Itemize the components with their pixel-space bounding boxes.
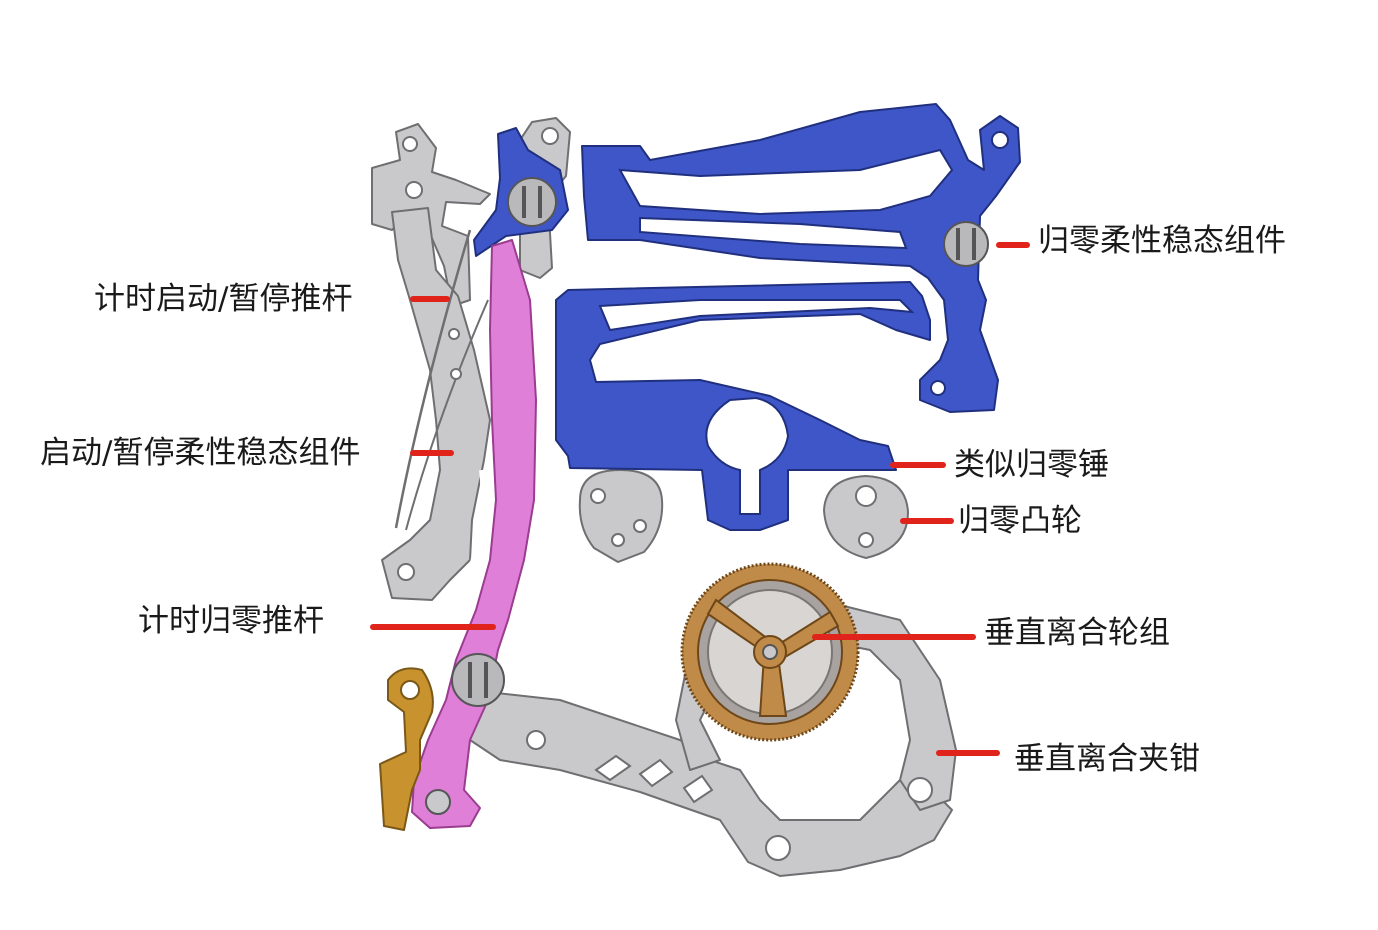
leader-reset-cam [900,518,954,524]
left-cam [578,469,664,563]
thin-spring-1 [394,229,472,529]
leader-clutch-wheel [812,634,976,640]
leader-clutch-clamp [936,750,1000,756]
pink-reset-lever [411,239,537,829]
label-hammer-like: 类似归零锤 [954,447,1109,483]
pin-pink-bottom [425,789,451,815]
leader-start-stop-lever [410,296,450,302]
screw-pink [451,653,505,707]
left-column-lever [381,207,491,601]
leader-hammer [890,462,946,468]
screw-top [507,177,557,227]
blue-cutouts [598,131,1009,515]
gold-lever [379,667,434,831]
leader-reset-lever [370,624,496,630]
vertical-clutch-wheel [680,562,860,742]
label-chrono-reset-lever: 计时归零推杆 [138,603,324,639]
label-chrono-start-stop-lever: 计时启动/暂停推杆 [94,281,353,317]
leader-reset-bistable [996,242,1030,248]
screw-right [943,221,989,267]
label-reset-cam: 归零凸轮 [958,503,1082,539]
clutch-clamp-arm [469,689,953,877]
label-reset-flexible-bistable: 归零柔性稳态组件 [1038,223,1286,259]
gold-lever-hole [400,680,420,700]
label-vertical-clutch-clamp: 垂直离合夹钳 [1014,741,1200,777]
thin-spring-2 [405,299,489,531]
reset-cam [823,475,909,559]
screws [425,177,989,815]
label-start-stop-flexible-bistable: 启动/暂停柔性稳态组件 [40,435,361,471]
pink-slot [459,469,487,602]
label-vertical-clutch-wheel: 垂直离合轮组 [984,615,1170,651]
leader-start-stop-bistable [410,450,454,456]
